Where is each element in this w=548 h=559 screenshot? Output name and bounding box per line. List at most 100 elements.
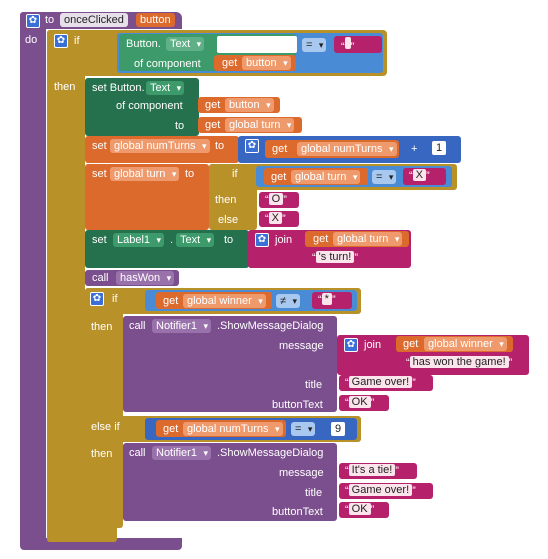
procedure-name-field[interactable]: onceClicked (60, 13, 128, 27)
var-dropdown[interactable]: button (242, 56, 291, 70)
then-label: then (215, 194, 237, 206)
string-value[interactable]: 's turn! (315, 251, 355, 263)
string-literal[interactable]: “OK” (345, 396, 375, 409)
param-button[interactable]: button (136, 13, 175, 27)
string-literal[interactable]: “OK” (345, 503, 375, 516)
var-dropdown[interactable]: global turn (333, 232, 403, 246)
call-label: call (92, 272, 109, 284)
var-dropdown[interactable]: global numTurns (297, 142, 397, 156)
var-dropdown[interactable]: global winner (424, 337, 507, 351)
dot-label: . (170, 234, 174, 246)
var-dropdown[interactable]: global turn (110, 167, 180, 181)
number-input[interactable]: 9 (331, 422, 346, 436)
button-text-label: buttonText (272, 399, 323, 411)
to-label: to (185, 168, 195, 180)
if-block-1[interactable] (47, 30, 85, 542)
string-literal[interactable]: “'s turn!” (312, 251, 359, 264)
call-label: call (129, 447, 146, 459)
call-label: call (129, 320, 146, 332)
if-label: if (232, 168, 238, 180)
string-value[interactable]: X (412, 169, 427, 181)
gear-icon[interactable]: ✿ (54, 34, 68, 48)
string-value[interactable]: OK (348, 396, 371, 408)
string-literal[interactable]: “has won the game!” (406, 356, 513, 369)
gear-icon[interactable]: ✿ (26, 14, 40, 28)
var-dropdown[interactable]: global turn (225, 118, 295, 132)
string-value[interactable]: O (268, 193, 284, 205)
string-value[interactable]: X (268, 212, 283, 224)
if-label: if (74, 35, 80, 47)
component-dropdown[interactable]: Notifier1 (152, 319, 211, 333)
get-label: get (163, 423, 179, 435)
if-footer-1 (47, 528, 117, 542)
gear-icon[interactable]: ✿ (255, 233, 269, 247)
string-value[interactable]: * (321, 293, 332, 305)
else-label: else (218, 214, 239, 226)
eq-op-dropdown[interactable]: = (291, 422, 316, 436)
var-dropdown[interactable]: global numTurns (183, 422, 283, 436)
procedure-dropdown[interactable]: hasWon (116, 271, 175, 285)
if-label: if (112, 293, 118, 305)
gear-icon[interactable]: ✿ (344, 338, 358, 352)
of-component-label: of component (116, 100, 183, 112)
string-literal[interactable]: “It's a tie!” (345, 464, 399, 477)
get-label: get (205, 99, 221, 111)
do-label: do (25, 34, 38, 46)
join-label: join (364, 339, 382, 351)
component-dropdown[interactable]: Label1 (113, 233, 165, 247)
title-label: title (305, 379, 323, 391)
string-value[interactable]: has won the game! (409, 356, 509, 368)
property-dropdown[interactable]: Text (176, 233, 215, 247)
set-label: set (92, 140, 107, 152)
procedure-body-bar (20, 28, 46, 540)
property-dropdown[interactable]: Text (146, 81, 185, 95)
number-input[interactable]: 1 (432, 141, 447, 155)
method-label: .ShowMessageDialog (217, 447, 324, 459)
get-label: get (272, 143, 288, 155)
string-literal[interactable]: “Game over!” (345, 484, 416, 497)
set-label: set (92, 168, 107, 180)
component-dropdown[interactable]: Notifier1 (152, 446, 211, 460)
plus-op: + (411, 143, 418, 155)
if-block-2[interactable] (85, 288, 123, 528)
var-dropdown[interactable]: global turn (291, 170, 361, 184)
string-literal[interactable]: “O” (265, 193, 287, 206)
component-getter-label: Button. (126, 38, 161, 50)
get-label: get (313, 233, 329, 245)
gear-icon[interactable]: ✿ (245, 139, 259, 153)
gear-icon[interactable]: ✿ (90, 292, 104, 306)
to-label: to (224, 234, 234, 246)
neq-op-dropdown[interactable]: ≠ (276, 294, 301, 308)
if-footer-2 (85, 520, 117, 530)
string-value[interactable]: Game over! (348, 484, 413, 496)
string-literal[interactable]: “X” (265, 212, 286, 225)
string-value[interactable]: OK (348, 503, 371, 515)
set-label: set (92, 234, 107, 246)
to-label: to (175, 120, 185, 132)
message-label: message (279, 340, 324, 352)
string-value[interactable] (344, 37, 351, 49)
string-literal[interactable]: “X” (409, 169, 430, 182)
eq-op-dropdown[interactable]: = (372, 170, 397, 184)
get-label: get (403, 338, 419, 350)
var-dropdown[interactable]: global numTurns (110, 139, 210, 153)
string-value[interactable]: It's a tie! (348, 464, 396, 476)
method-label: .ShowMessageDialog (217, 320, 324, 332)
get-label: get (271, 171, 287, 183)
string-literal[interactable]: “Game over!” (345, 376, 416, 389)
var-dropdown[interactable]: global winner (183, 294, 266, 308)
property-dropdown[interactable]: Text (166, 37, 205, 51)
then-label: then (54, 81, 76, 93)
empty-string-literal[interactable]: “ ” (338, 37, 357, 53)
then-label: then (91, 448, 113, 460)
string-value[interactable]: Game over! (348, 376, 413, 388)
var-dropdown[interactable]: button (225, 98, 274, 112)
string-literal[interactable]: “*” (318, 293, 336, 306)
to-label: to (215, 140, 225, 152)
button-text-label: buttonText (272, 506, 323, 518)
get-label: get (222, 57, 238, 69)
empty-socket (217, 36, 297, 53)
to-label: to (45, 14, 55, 26)
eq-op-dropdown[interactable]: = (302, 38, 327, 52)
title-label: title (305, 487, 323, 499)
